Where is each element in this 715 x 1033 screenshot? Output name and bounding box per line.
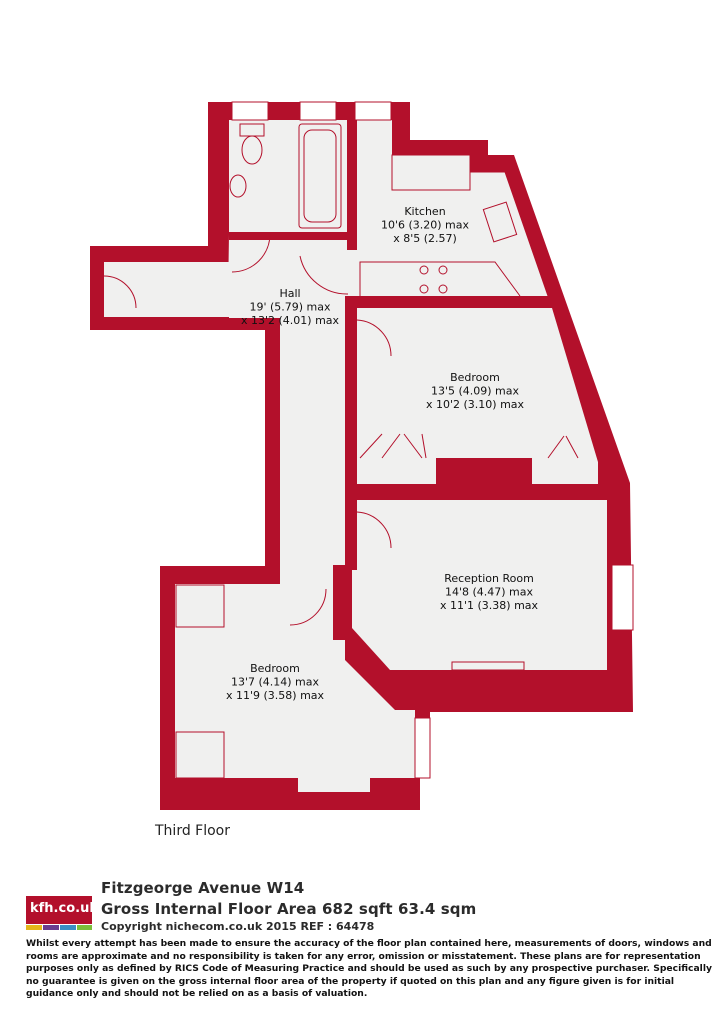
disclaimer: Whilst every attempt has been made to en…: [26, 938, 712, 999]
room-bedroom-2-name: Bedroom: [250, 662, 300, 675]
hob-3: [419, 284, 429, 294]
room-reception-dim-1: 14'8 (4.47) max: [445, 586, 534, 599]
room-bedroom-1-name: Bedroom: [450, 371, 500, 384]
reception-floor: [352, 500, 607, 690]
bathtub: [298, 123, 342, 229]
kfh-logo: kfh.co.uk: [26, 896, 98, 932]
logo-box: kfh.co.uk: [26, 896, 98, 924]
room-kitchen-name: Kitchen: [404, 205, 445, 218]
kitchen-sink: [482, 201, 518, 243]
hall-top-floor: [229, 234, 359, 318]
bedroom-2-floor: [175, 584, 415, 792]
wall-bedroom2-hall: [333, 565, 345, 640]
window-bath-2: [299, 101, 337, 121]
logo-strip-1: [26, 925, 42, 930]
property-address: Fitzgeorge Avenue W14: [101, 879, 305, 897]
toilet-cistern: [239, 123, 265, 137]
door-reception-swing: [356, 511, 392, 549]
basin: [229, 174, 247, 198]
wardrobe-bedroom2-top: [175, 584, 225, 628]
windows: [231, 101, 634, 779]
kitchen-worktop-bottom: [359, 261, 521, 297]
bedroom-1-floor: [357, 308, 598, 484]
wall-hall-west: [265, 318, 280, 578]
door-entry-swing: [103, 275, 137, 309]
wall-bath-kitchen: [347, 120, 357, 250]
window-bedroom2: [414, 717, 431, 779]
bathtub-inner: [303, 129, 337, 223]
fixtures: [103, 123, 579, 779]
room-bedroom-2-dim-1: 13'7 (4.14) max: [231, 676, 320, 689]
room-bedroom-2-dim-2: x 11'9 (3.58) max: [226, 689, 325, 702]
wall-hall-east: [345, 300, 357, 500]
window-reception: [611, 564, 634, 631]
wall-bath-hall: [229, 232, 347, 240]
wardrobe-doors-bedroom1-left: [359, 433, 427, 459]
door-bedroom2-swing: [289, 588, 327, 626]
logo-strip-4: [77, 925, 92, 930]
reception-chimney: [420, 670, 608, 700]
room-reception-dim-2: x 11'1 (3.38) max: [440, 599, 539, 612]
interior-walls: [229, 120, 608, 700]
logo-strip-3: [60, 925, 76, 930]
copyright: Copyright nichecom.co.uk 2015 REF : 6447…: [101, 920, 375, 933]
wardrobe-block: [436, 458, 532, 486]
window-bath-1: [231, 101, 269, 121]
kitchen-worktop-right: [470, 171, 549, 297]
room-hall-name: Hall: [279, 287, 300, 300]
room-bedroom-1-dim-2: x 10'2 (3.10) max: [426, 398, 525, 411]
logo-text: kfh.co.uk: [30, 901, 98, 916]
room-bedroom-1-dim-1: 13'5 (4.09) max: [431, 385, 520, 398]
door-bedroom1-swing: [356, 319, 392, 357]
hob-2: [438, 265, 448, 275]
bathroom-floor: [229, 120, 347, 232]
floor-area: Gross Internal Floor Area 682 sqft 63.4 …: [101, 900, 477, 918]
door-bath-swing: [231, 233, 271, 273]
wardrobe-doors-bedroom1-right: [547, 435, 579, 459]
room-hall-dim-1: 19' (5.79) max: [249, 301, 331, 314]
window-kitchen: [354, 101, 392, 121]
wall-bedroom-reception: [345, 484, 605, 500]
room-hall-dim-2: x 13'2 (4.01) max: [241, 314, 340, 327]
wall-kitchen-bedroom: [345, 296, 553, 308]
floors: [104, 120, 607, 792]
floor-label: Third Floor: [155, 823, 230, 839]
door-kitchen-swing: [299, 255, 349, 295]
hob-4: [438, 284, 448, 294]
kitchen-floor: [357, 120, 548, 296]
wardrobe-bedroom2-bottom: [175, 731, 225, 779]
room-reception-name: Reception Room: [444, 572, 534, 585]
radiator-reception: [451, 661, 525, 671]
hob-1: [419, 265, 429, 275]
room-kitchen-dim-1: 10'6 (3.20) max: [381, 219, 470, 232]
logo-strip-2: [43, 925, 59, 930]
room-kitchen-dim-2: x 8'5 (2.57): [393, 232, 457, 245]
